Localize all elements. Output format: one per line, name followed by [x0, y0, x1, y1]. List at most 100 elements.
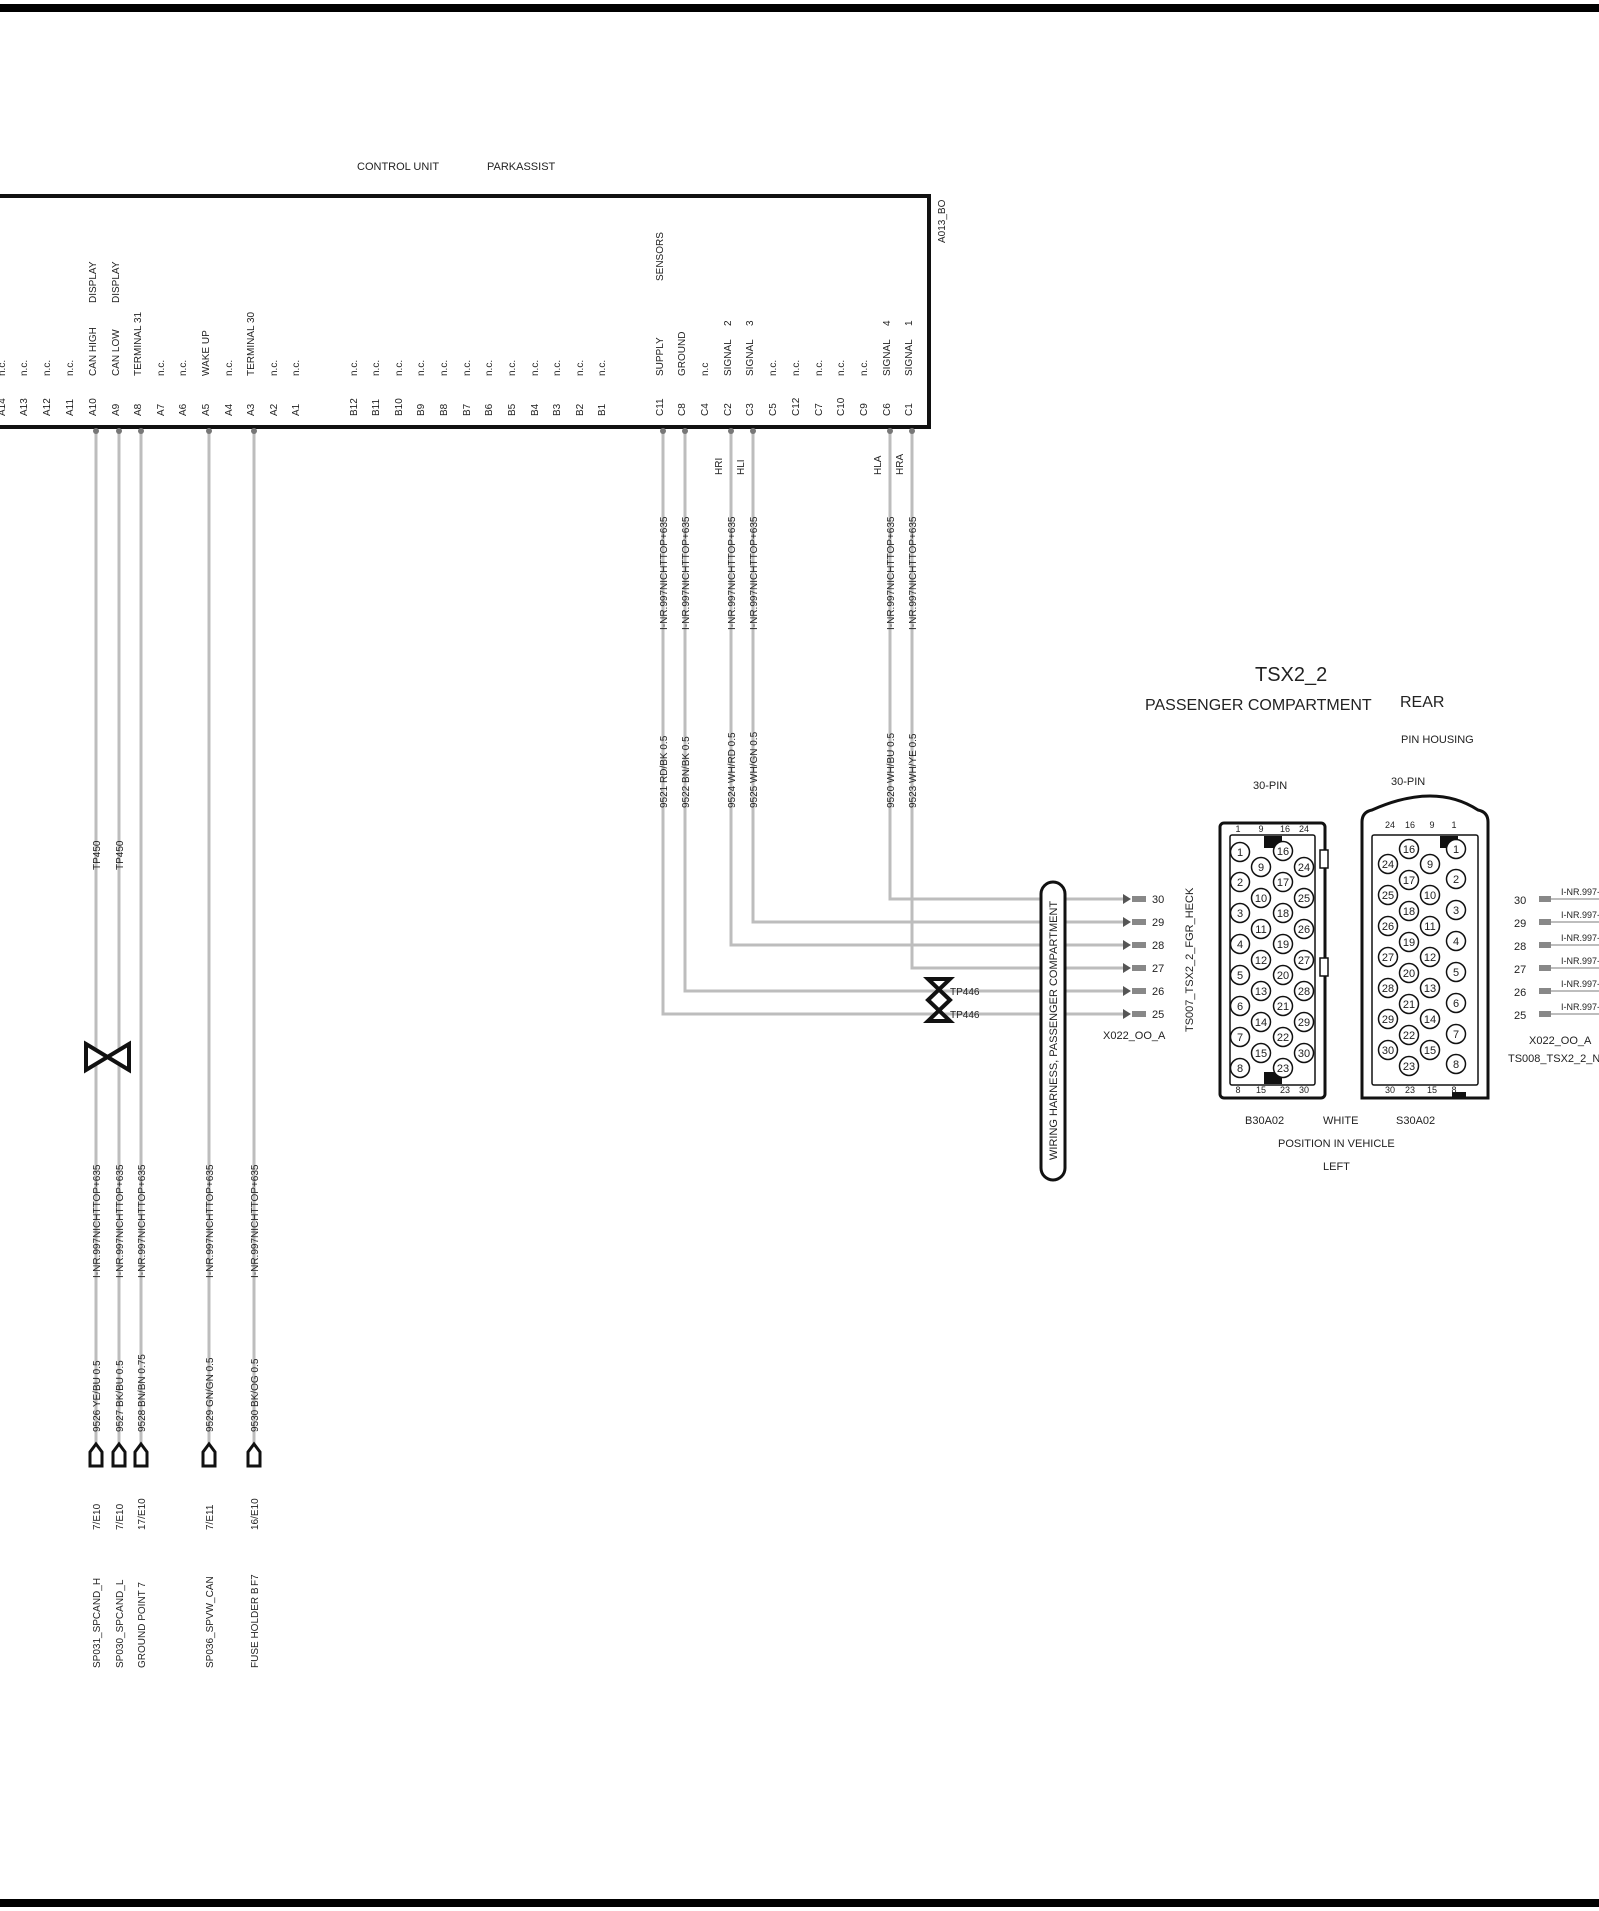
pin-label: n.c. [416, 360, 427, 376]
left-housing-latch-2 [1319, 957, 1329, 977]
housing-pin [1398, 869, 1420, 891]
position-value: LEFT [1323, 1161, 1350, 1173]
wire-spec-label: 9522 BN/BK 0.5 [681, 736, 692, 808]
housing-pin [1445, 992, 1467, 1014]
housing-pin [1419, 946, 1441, 968]
housing-pin [1293, 949, 1315, 971]
pin-signal-number: 4 [882, 320, 893, 326]
right-inr-label: I-NR.997- [1561, 933, 1599, 943]
housing-pin [1229, 995, 1251, 1017]
housing-index: 15 [1256, 1085, 1266, 1095]
wire-C2 [729, 429, 1125, 947]
pin-signal-number: 1 [904, 320, 915, 326]
housing-pin-label: 6 [1237, 1001, 1243, 1013]
housing-pin [1250, 980, 1272, 1002]
housing-pin [1445, 961, 1467, 983]
pin-stub [1132, 942, 1146, 948]
pin-id: A14 [0, 398, 8, 416]
right-inr-label: I-NR.997- [1561, 1002, 1599, 1012]
pin-id: C5 [768, 403, 779, 416]
twisted-pair-icon [84, 1040, 131, 1074]
housing-pin-label: 29 [1382, 1014, 1394, 1026]
pin-label: SIGNAL [745, 339, 756, 376]
housing-index: 15 [1427, 1085, 1437, 1095]
right-connector-pin-number: 29 [1514, 918, 1526, 930]
pin-id: B1 [597, 403, 608, 416]
housing-pin [1250, 949, 1272, 971]
wire-destination-label: GROUND POINT 7 [137, 1582, 148, 1668]
housing-pin-label: 4 [1453, 936, 1459, 948]
pin-housing-label: PIN HOUSING [1401, 734, 1474, 746]
pin-label: n.c. [42, 360, 53, 376]
pin-id: C2 [723, 403, 734, 416]
housing-pin [1445, 899, 1467, 921]
pin-stub [1132, 919, 1146, 925]
pin-label: TERMINAL 30 [246, 311, 257, 376]
right-inr-label: I-NR.997- [1561, 910, 1599, 920]
pin-label: n.c. [349, 360, 360, 376]
housing-pin-label: 14 [1255, 1017, 1267, 1029]
wire-destination-label: FUSE HOLDER B [250, 1587, 261, 1668]
test-point-label: TP450 [115, 840, 126, 870]
housing-pin-label: 20 [1403, 968, 1415, 980]
housing-pin [1419, 884, 1441, 906]
housing-pin [1272, 995, 1294, 1017]
housing-pin-label: 4 [1237, 939, 1243, 951]
housing-pin-label: 1 [1237, 847, 1243, 859]
housing-pin-label: 16 [1403, 844, 1415, 856]
housing-pin [1293, 856, 1315, 878]
housing-pin [1272, 871, 1294, 893]
connector-title: TSX2_2 [1255, 664, 1327, 686]
pin-terminal-dot [93, 428, 99, 434]
pin-label: SIGNAL [904, 339, 915, 376]
pin-id: C7 [814, 403, 825, 416]
pin-stub [1539, 988, 1551, 994]
pin-label: n.c [700, 363, 711, 376]
housing-pin [1250, 887, 1272, 909]
housing-pin-label: 25 [1298, 893, 1310, 905]
right-connector-name: X022_OO_A [1529, 1035, 1592, 1047]
sensor-tag: HLI [736, 459, 747, 475]
pin-label: n.c. [19, 360, 30, 376]
housing-pin [1377, 1039, 1399, 1061]
pin-label: n.c. [552, 360, 563, 376]
wire-destination-label: SP030_SPCAND_L [115, 1579, 126, 1668]
connector-subtitle: PASSENGER COMPARTMENT [1145, 697, 1372, 714]
pin-signal-number: 2 [723, 320, 734, 326]
right-connector-pin-number: 28 [1514, 941, 1526, 953]
housing-index: 8 [1235, 1085, 1240, 1095]
pin-stub [1539, 942, 1551, 948]
housing-pin [1377, 977, 1399, 999]
housing-pin-label: 23 [1277, 1063, 1289, 1075]
housing-pin-label: 3 [1453, 905, 1459, 917]
pin-arrow-icon [1123, 894, 1131, 904]
housing-pin [1272, 1057, 1294, 1079]
housing-pin [1293, 980, 1315, 1002]
housing-pin-label: 21 [1403, 999, 1415, 1011]
test-point-label: TP450 [92, 840, 103, 870]
wire-spec-label: 9521 RD/BK 0.5 [659, 735, 670, 808]
pin-id: B2 [575, 403, 586, 416]
housing-pin [1419, 1039, 1441, 1061]
housing-pin [1398, 993, 1420, 1015]
wire-inr-label: I-NR.997NICHTTOP+635 [205, 1164, 216, 1278]
housing-pin [1445, 1023, 1467, 1045]
housing-pin-label: 2 [1237, 877, 1243, 889]
housing-pin [1229, 933, 1251, 955]
wire-spec-label: 9528 BN/BN 0.75 [137, 1354, 148, 1432]
terminal-arrow-icon [246, 1441, 262, 1468]
connector-location: REAR [1400, 694, 1444, 711]
pin-label: n.c. [462, 360, 473, 376]
pin-label: WAKE UP [201, 330, 212, 376]
right-connector-pin-number: 26 [1514, 987, 1526, 999]
housing-pin [1377, 946, 1399, 968]
housing-index: 8 [1451, 1085, 1456, 1095]
pin-id: A3 [246, 403, 257, 416]
wire-inr-label: I-NR.997NICHTTOP+635 [749, 516, 760, 630]
pin-id: B4 [530, 403, 541, 416]
housing-pin [1398, 1055, 1420, 1077]
pin-stub [1539, 1011, 1551, 1017]
test-point-label: TP446 [950, 987, 980, 998]
pin-label: TERMINAL 31 [133, 311, 144, 376]
